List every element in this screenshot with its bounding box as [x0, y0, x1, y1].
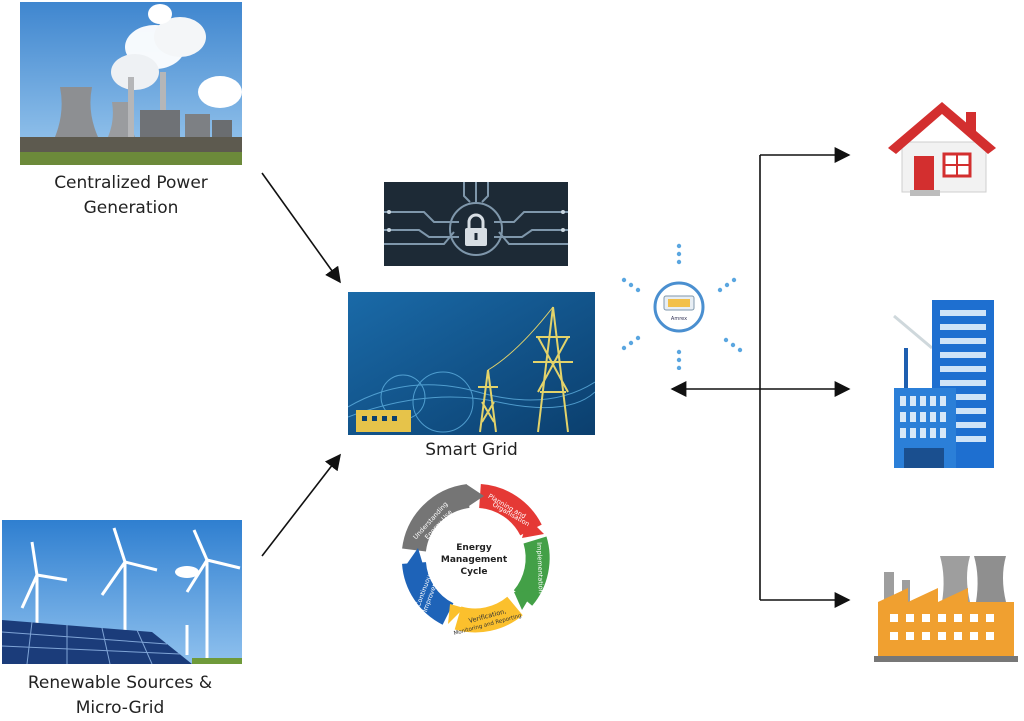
renewable-line1: Renewable Sources &: [27, 673, 213, 693]
centralized-power-line2: Generation: [83, 198, 179, 218]
arrow-renewable-to-grid: [261, 453, 341, 557]
office-building-icon: [890, 298, 1000, 470]
arrow-centralized-to-grid: [261, 172, 341, 284]
smart-meter: Amrex: [612, 240, 752, 370]
cycle-segment-improvement: [402, 561, 454, 625]
renewable-line2: Micro-Grid: [75, 698, 165, 718]
house-icon: [884, 98, 1000, 198]
cycle-center-line1: Energy: [456, 543, 492, 553]
cycle-center-line2: Management: [441, 555, 508, 565]
renewable-image: [2, 520, 242, 664]
cycle-segment-verification: [454, 596, 523, 633]
cycle-center-line3: Cycle: [461, 567, 488, 577]
centralized-power-line1: Centralized Power: [54, 173, 208, 193]
factory-icon: [872, 552, 1020, 664]
renewable-caption: Renewable Sources & Micro-Grid: [0, 671, 240, 721]
energy-management-cycle: Planning and Organisation Implementation…: [388, 478, 562, 638]
meter-brand: Amrex: [671, 316, 687, 322]
cycle-segment-understanding: [402, 484, 470, 552]
centralized-power-caption: Centralized Power Generation: [20, 171, 242, 221]
cyber-security-image: [384, 182, 568, 266]
smart-grid-image: [348, 292, 595, 435]
smart-grid-label: Smart Grid: [425, 440, 518, 460]
power-plant-image: [20, 2, 242, 165]
segment-label-implementation: Implementation: [535, 542, 545, 594]
